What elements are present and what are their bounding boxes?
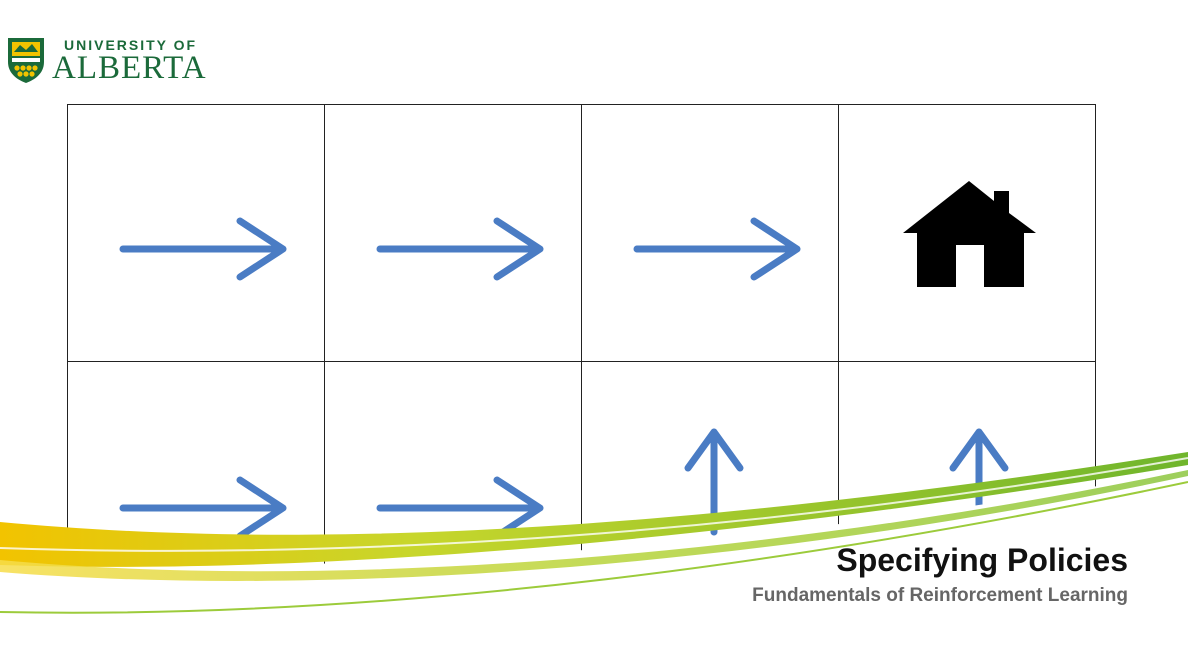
arrow-right-icon: [119, 217, 287, 281]
arrow-right-icon: [376, 476, 544, 540]
grid-cell: [581, 104, 839, 362]
arrow-right-icon: [376, 217, 544, 281]
arrow-up-icon: [684, 428, 744, 536]
grid-cell: [67, 361, 325, 619]
house-icon: [903, 181, 1036, 287]
logo-alberta: ALBERTA: [52, 50, 207, 86]
grid-cell: [581, 361, 839, 619]
grid-cell: [838, 361, 1096, 619]
slide-subtitle: Fundamentals of Reinforcement Learning: [752, 585, 1128, 606]
grid-cell: [324, 361, 582, 619]
arrow-right-icon: [119, 476, 287, 540]
arrow-right-icon: [633, 217, 801, 281]
logo-university-of: UNIVERSITY OF: [64, 37, 198, 53]
grid-cell: [67, 104, 325, 362]
grid-cell: [324, 104, 582, 362]
grid-cell: [838, 104, 1096, 362]
shield-icon: [8, 38, 44, 83]
arrow-up-icon: [949, 428, 1009, 536]
university-logo: UNIVERSITY OF ALBERTA: [6, 36, 226, 88]
slide-title: Specifying Policies: [836, 542, 1128, 578]
